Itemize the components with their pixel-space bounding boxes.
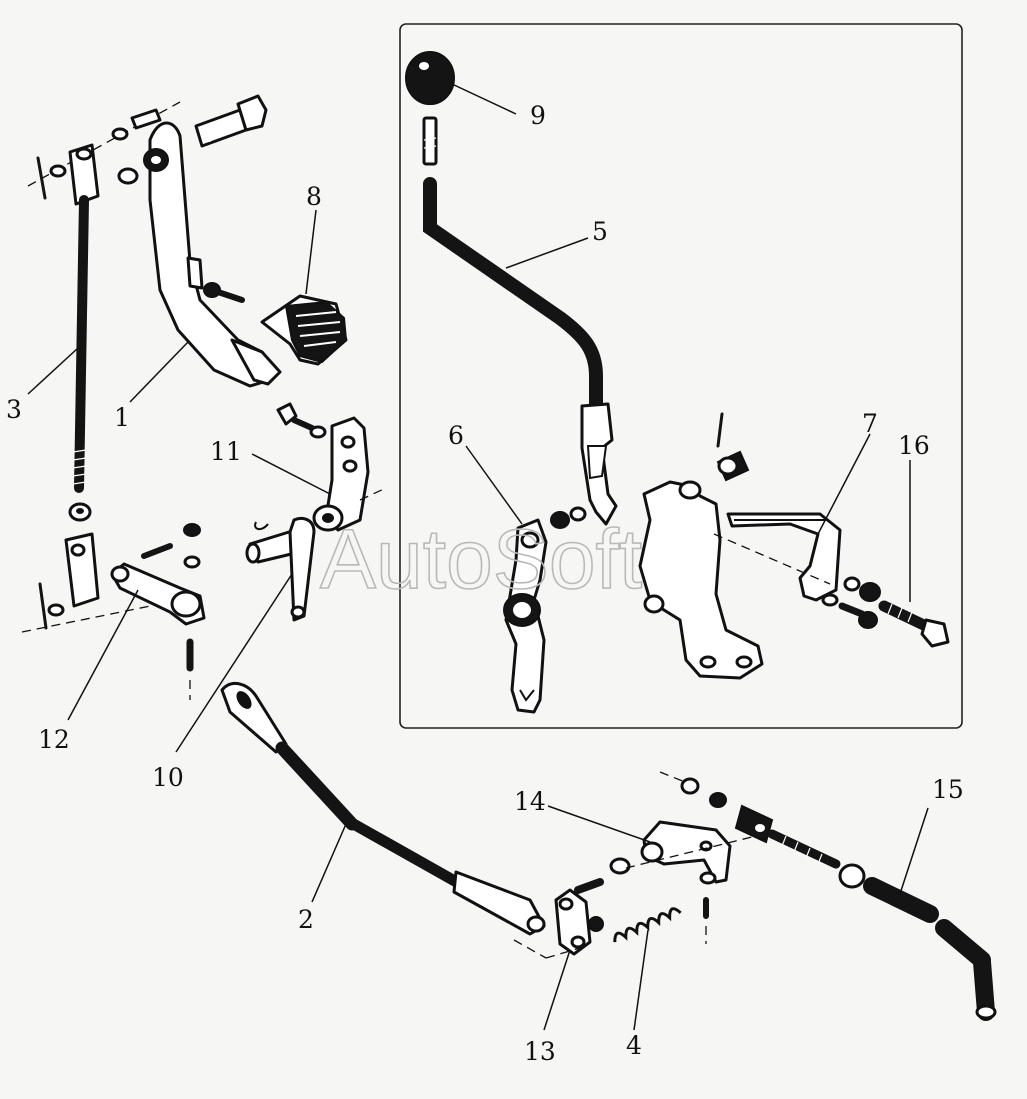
part-6-selector-link: [503, 506, 587, 714]
callout-16: 16: [898, 431, 930, 460]
callout-12: 12: [38, 725, 70, 754]
part-13-bell-crank: [545, 878, 604, 959]
callout-13: 13: [524, 1037, 556, 1066]
part-11-upper-lever: [276, 402, 387, 532]
part-9-shift-knob: [405, 51, 455, 105]
callout-10: 10: [152, 763, 184, 792]
part-15-adjusting-rod: [659, 771, 997, 1021]
callout-4: 4: [626, 1031, 642, 1060]
part-7-lever-housing: [638, 412, 881, 680]
callout-3: 3: [6, 395, 22, 424]
part-16-bolt: [878, 600, 950, 648]
callout-11: 11: [210, 437, 242, 466]
part-4-return-spring: [613, 897, 709, 944]
watermark: AutoSoft: [320, 512, 642, 606]
callout-9: 9: [530, 101, 546, 130]
part-14-bracket: [609, 820, 757, 885]
callout-7: 7: [862, 409, 878, 438]
part-8-pedal-pad: [260, 294, 348, 366]
callout-6: 6: [448, 421, 464, 450]
callout-15: 15: [932, 775, 964, 804]
part-5-gear-lever: [422, 116, 618, 526]
callout-labels: 1 2 3 4 5 6 7 8 9 10 11 12 13 14 15 16: [6, 101, 964, 1066]
leader-lines: [27, 83, 929, 1031]
callout-14: 14: [514, 787, 546, 816]
gear-shift-inset-frame: [399, 23, 963, 729]
part-12-lever-with-block: [21, 523, 206, 700]
part-10-shaft-lever: [245, 517, 316, 622]
callout-5: 5: [592, 217, 608, 246]
callout-1: 1: [114, 403, 130, 432]
part-3-pull-rod: [27, 101, 181, 522]
callout-2: 2: [298, 905, 314, 934]
callout-8: 8: [306, 182, 322, 211]
part-2-clutch-rod: [220, 681, 547, 959]
part-1-clutch-pedal: [111, 94, 282, 388]
